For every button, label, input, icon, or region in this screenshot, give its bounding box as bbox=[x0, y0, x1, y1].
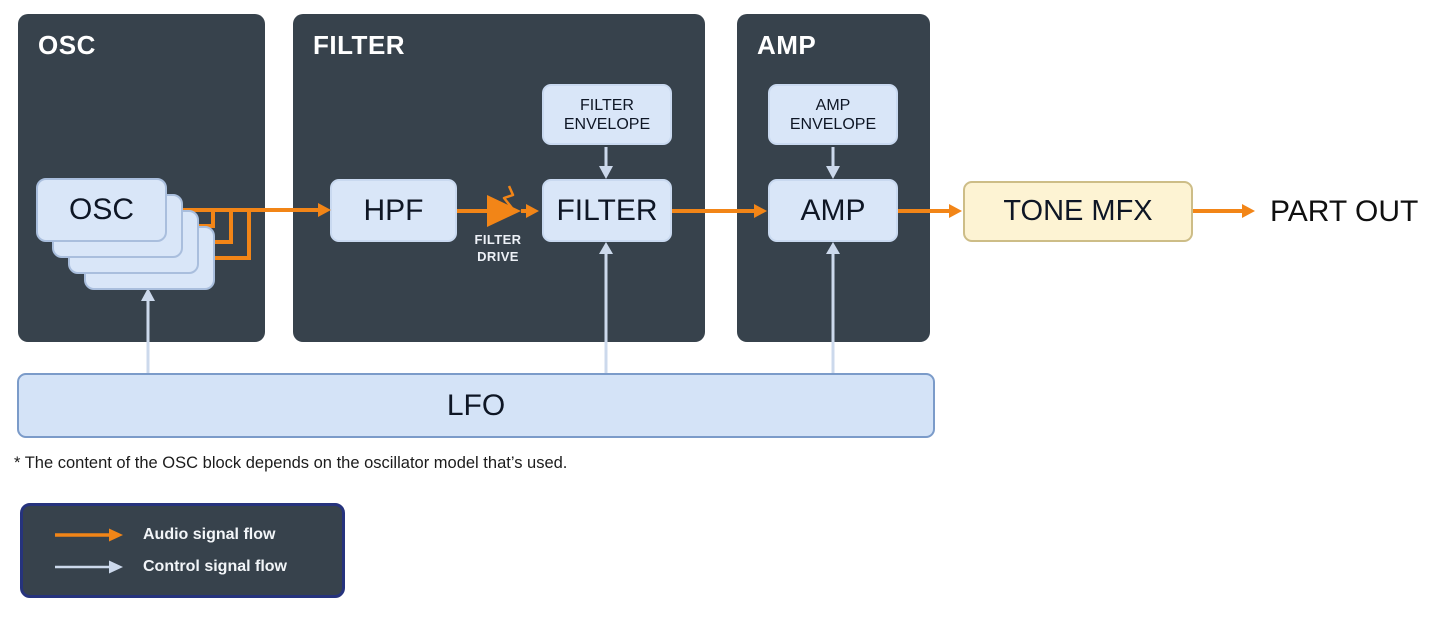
osc-card-label: OSC bbox=[68, 193, 134, 226]
lfo-node: LFO bbox=[17, 373, 935, 438]
filter-label: FILTER bbox=[556, 193, 658, 227]
amp-envelope-node: AMP ENVELOPE bbox=[768, 84, 898, 145]
tone-mfx-node: TONE MFX bbox=[963, 181, 1193, 242]
legend-row-audio: Audio signal flow bbox=[53, 524, 342, 546]
hpf-node: HPF bbox=[330, 179, 457, 242]
lfo-label: LFO bbox=[446, 388, 506, 422]
filter-envelope-label-line1: FILTER bbox=[580, 96, 634, 114]
audio-arrowhead-mfx-icon bbox=[949, 204, 962, 218]
legend-control-label: Control signal flow bbox=[143, 557, 287, 575]
filter-block: FILTER bbox=[293, 14, 705, 342]
control-flow-arrow-icon bbox=[55, 560, 123, 573]
legend-row-control: Control signal flow bbox=[53, 556, 342, 578]
amp-block: AMP bbox=[737, 14, 930, 342]
osc-card-front: OSC bbox=[36, 178, 167, 242]
amp-envelope-label-line2: ENVELOPE bbox=[789, 115, 877, 133]
legend-audio-label: Audio signal flow bbox=[143, 525, 276, 543]
tone-mfx-label: TONE MFX bbox=[1003, 195, 1153, 227]
osc-block-title: OSC bbox=[38, 30, 96, 60]
part-out-label: PART OUT bbox=[1270, 195, 1419, 228]
amp-node: AMP bbox=[768, 179, 898, 242]
filter-drive-label: FILTER DRIVE bbox=[455, 231, 541, 265]
filter-drive-label-line1: FILTER bbox=[474, 232, 522, 247]
filter-node: FILTER bbox=[542, 179, 672, 242]
filter-envelope-label-line2: ENVELOPE bbox=[563, 115, 651, 133]
filter-drive-label-line2: DRIVE bbox=[477, 249, 519, 264]
amp-block-title: AMP bbox=[757, 30, 817, 60]
legend-box: Audio signal flow Control signal flow bbox=[20, 503, 345, 598]
amp-label: AMP bbox=[800, 193, 866, 227]
audio-flow-arrow-icon bbox=[55, 528, 123, 541]
filter-block-title: FILTER bbox=[313, 30, 406, 60]
filter-envelope-node: FILTER ENVELOPE bbox=[542, 84, 672, 145]
hpf-label: HPF bbox=[363, 193, 424, 227]
audio-arrowhead-partout-icon bbox=[1242, 204, 1255, 218]
amp-envelope-label-line1: AMP bbox=[815, 96, 851, 114]
footnote: * The content of the OSC block depends o… bbox=[14, 454, 568, 472]
